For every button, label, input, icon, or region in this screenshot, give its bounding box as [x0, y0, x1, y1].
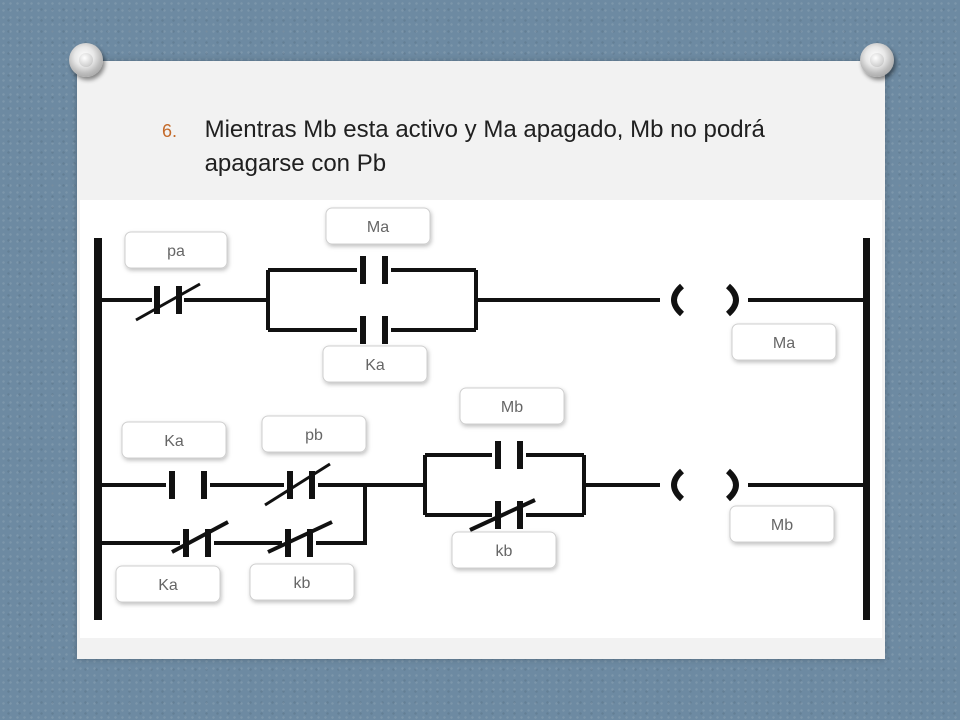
label-ma-coil: Ma	[731, 323, 837, 361]
label-ka-bottom: Ka	[115, 565, 221, 603]
label-ma-coil-text: Ma	[773, 335, 795, 352]
label-pb-text: pb	[305, 427, 323, 444]
title-text: Mientras Mb esta activo y Ma apagado, Mb…	[204, 116, 765, 177]
label-kb-contact: kb	[451, 531, 557, 569]
label-pa-text: pa	[167, 243, 185, 260]
rung-2	[102, 441, 863, 532]
label-mb-coil-text: Mb	[771, 517, 793, 534]
label-kb-contact-text: kb	[496, 543, 513, 560]
label-ma-contact: Ma	[325, 207, 431, 245]
label-ka-bottom-text: Ka	[158, 577, 178, 594]
label-mb-contact-text: Mb	[501, 399, 523, 416]
rung-2-branch	[102, 485, 367, 557]
label-ka-row2: Ka	[121, 421, 227, 459]
right-power-rail	[863, 238, 870, 620]
ladder-diagram: pa Ma Ka Ma Ka pb	[80, 200, 882, 638]
label-ka-contact: Ka	[322, 345, 428, 383]
label-pb: pb	[261, 415, 367, 453]
left-power-rail	[94, 238, 102, 620]
label-pa: pa	[124, 231, 228, 269]
slide-title: 6. Mientras Mb esta activo y Ma apagado,…	[162, 113, 842, 181]
label-ma-contact-text: Ma	[367, 219, 389, 236]
label-kb-bottom-text: kb	[294, 575, 311, 592]
rung-1	[102, 256, 863, 344]
label-ka-contact-text: Ka	[365, 357, 385, 374]
pushpin-top-left-icon	[69, 43, 103, 77]
list-number: 6.	[162, 121, 178, 141]
label-mb-contact: Mb	[459, 387, 565, 425]
label-kb-bottom: kb	[249, 563, 355, 601]
label-ka-row2-text: Ka	[164, 433, 184, 450]
label-mb-coil: Mb	[729, 505, 835, 543]
pushpin-top-right-icon	[860, 43, 894, 77]
